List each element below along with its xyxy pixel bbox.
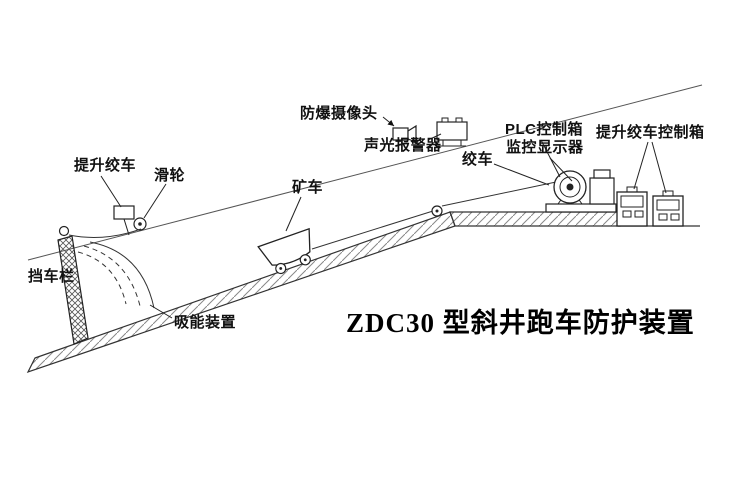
barrier-top-pulley bbox=[58, 225, 70, 237]
alarm-body bbox=[436, 121, 468, 141]
wheel-hub-right bbox=[303, 258, 307, 262]
diagram-title: ZDC30 型斜井跑车防护装置 bbox=[346, 308, 695, 338]
net-arc-solid bbox=[89, 241, 155, 309]
incline-roof-line bbox=[27, 84, 703, 261]
label-car-stop-barrier: 挡车栏 bbox=[28, 268, 75, 285]
alarm-lamp-left bbox=[441, 117, 449, 123]
winch-motor-cap bbox=[593, 169, 611, 179]
camera-figure bbox=[392, 124, 417, 143]
winch-drum-mid bbox=[559, 176, 581, 198]
arrester-net-arcs bbox=[77, 241, 155, 309]
cabinet2-switch-left bbox=[658, 213, 668, 221]
incline-track bbox=[26, 211, 456, 374]
leader-hoist-winch bbox=[100, 175, 122, 208]
winch-figure bbox=[545, 169, 617, 213]
leader-monitor bbox=[549, 157, 573, 182]
leader-winch bbox=[493, 163, 550, 186]
barrier-post bbox=[57, 235, 89, 345]
cabinet1-screen bbox=[620, 195, 644, 208]
haul-rope-upper bbox=[441, 181, 557, 207]
leader-pulley bbox=[143, 183, 167, 219]
leader-lines bbox=[100, 116, 667, 319]
label-mine-car: 矿车 bbox=[292, 179, 324, 196]
edge-sheave-axle bbox=[435, 209, 439, 213]
net-arc-dashed-1 bbox=[83, 245, 141, 307]
wheel-hub-left bbox=[279, 267, 283, 270]
camera-lens bbox=[407, 124, 417, 143]
haul-rope bbox=[311, 181, 557, 250]
landing-platform bbox=[449, 211, 621, 227]
label-hoist-winch-control-box: 提升绞车控制箱 bbox=[596, 124, 705, 141]
control-cabinets bbox=[616, 186, 684, 227]
label-pulley: 滑轮 bbox=[154, 167, 186, 184]
leader-cabinet-left bbox=[633, 141, 649, 190]
label-hoist-winch: 提升绞车 bbox=[74, 157, 137, 174]
alarm-figure bbox=[436, 117, 468, 147]
haul-rope-lower bbox=[311, 210, 434, 250]
label-sound-light-alarm: 声光报警器 bbox=[364, 137, 442, 154]
leader-energy-absorber bbox=[149, 304, 173, 319]
hoist-winch-strut bbox=[123, 218, 130, 236]
label-energy-absorber: 吸能装置 bbox=[174, 314, 237, 331]
cabinet1-cap bbox=[626, 186, 638, 193]
mine-car-tub bbox=[257, 227, 311, 266]
pulley-axle bbox=[138, 222, 142, 226]
hoist-winch-figure bbox=[68, 205, 147, 238]
net-arc-dashed-2 bbox=[77, 251, 127, 305]
label-monitor-display: 监控显示器 bbox=[506, 139, 584, 156]
leader-camera-arrow bbox=[382, 116, 395, 127]
winch-drum-hub bbox=[566, 183, 574, 191]
leader-cabinet-right bbox=[651, 141, 667, 194]
cabinet2-screen bbox=[656, 199, 680, 211]
cabinet2-cap bbox=[662, 190, 674, 197]
barrier-post-figure bbox=[57, 225, 89, 345]
label-explosion-proof-camera: 防爆摄像头 bbox=[300, 105, 378, 122]
winch-motor bbox=[589, 177, 615, 205]
hoist-winch-body bbox=[113, 205, 135, 220]
winch-base bbox=[545, 203, 617, 213]
cabinet1-switch-left bbox=[622, 210, 632, 218]
label-winch: 绞车 bbox=[462, 151, 494, 168]
alarm-lamp-right bbox=[455, 117, 463, 123]
label-plc-control-box: PLC控制箱 bbox=[505, 121, 584, 138]
leader-alarm bbox=[427, 133, 442, 141]
leader-mine-car bbox=[285, 196, 302, 232]
hoist-rope bbox=[68, 228, 142, 238]
mine-car-figure bbox=[257, 227, 311, 275]
cabinet2-switch-right bbox=[670, 213, 680, 221]
cabinet1-switch-right bbox=[634, 210, 644, 218]
